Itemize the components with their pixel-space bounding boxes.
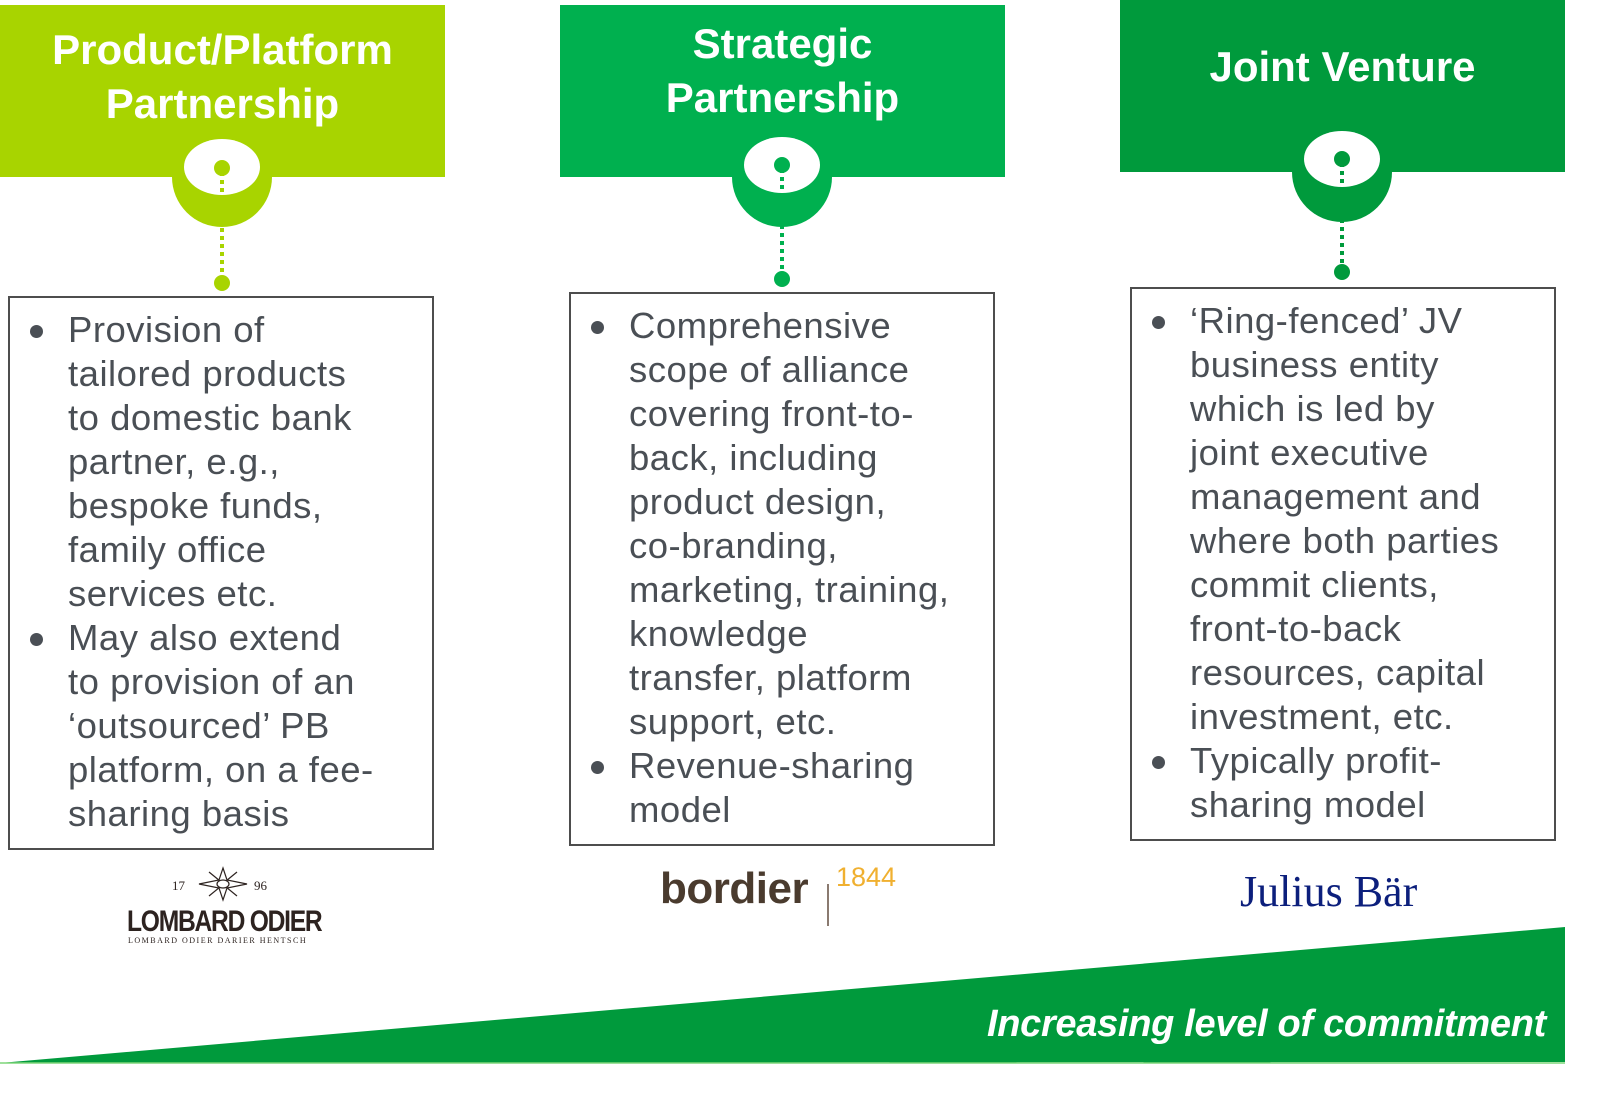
bullet-icon [1152, 316, 1165, 329]
connector-pin-icon [732, 137, 832, 287]
bullet-item: Comprehensive scope of alliance covering… [571, 304, 993, 744]
header-strategic-partnership: Strategic Partnership [560, 5, 1005, 177]
bullet-icon [591, 321, 604, 334]
description-box-joint-venture: ‘Ring-fenced’ JV business entity which i… [1130, 287, 1556, 841]
connector-pin-icon [172, 139, 272, 291]
bullet-icon [1152, 756, 1165, 769]
commitment-label: Increasing level of commitment [986, 1003, 1546, 1045]
logo-divider [827, 884, 829, 926]
bullet-item: Typically profit- sharing model [1132, 739, 1554, 827]
description-box-strategic: Comprehensive scope of alliance covering… [569, 292, 995, 846]
bullet-item: ‘Ring-fenced’ JV business entity which i… [1132, 299, 1554, 739]
bullet-icon [30, 633, 43, 646]
julius-baer-logo: Julius Bär [1240, 867, 1418, 916]
bordier-logo: bordier 1844 [660, 862, 920, 932]
bullet-icon [30, 325, 43, 338]
bullet-item: Revenue-sharing model [571, 744, 993, 832]
description-box-product-platform: Provision of tailored products to domest… [8, 296, 434, 850]
bullet-icon [591, 761, 604, 774]
commitment-wedge [0, 927, 1565, 1064]
header-title: Strategic Partnership [665, 20, 900, 121]
connector-pin-icon [1292, 131, 1392, 280]
header-title: Product/Platform Partnership [52, 26, 393, 127]
star-emblem-icon [198, 866, 248, 902]
lombard-odier-logo: 17 96 LOMBARD ODIER LOMBARD ODIER DARIER… [122, 862, 323, 948]
header-title: Joint Venture [1209, 43, 1476, 90]
header-joint-venture: Joint Venture [1120, 0, 1565, 172]
bullet-item: Provision of tailored products to domest… [10, 308, 432, 616]
bullet-item: May also extend to provision of an ‘outs… [10, 616, 432, 836]
